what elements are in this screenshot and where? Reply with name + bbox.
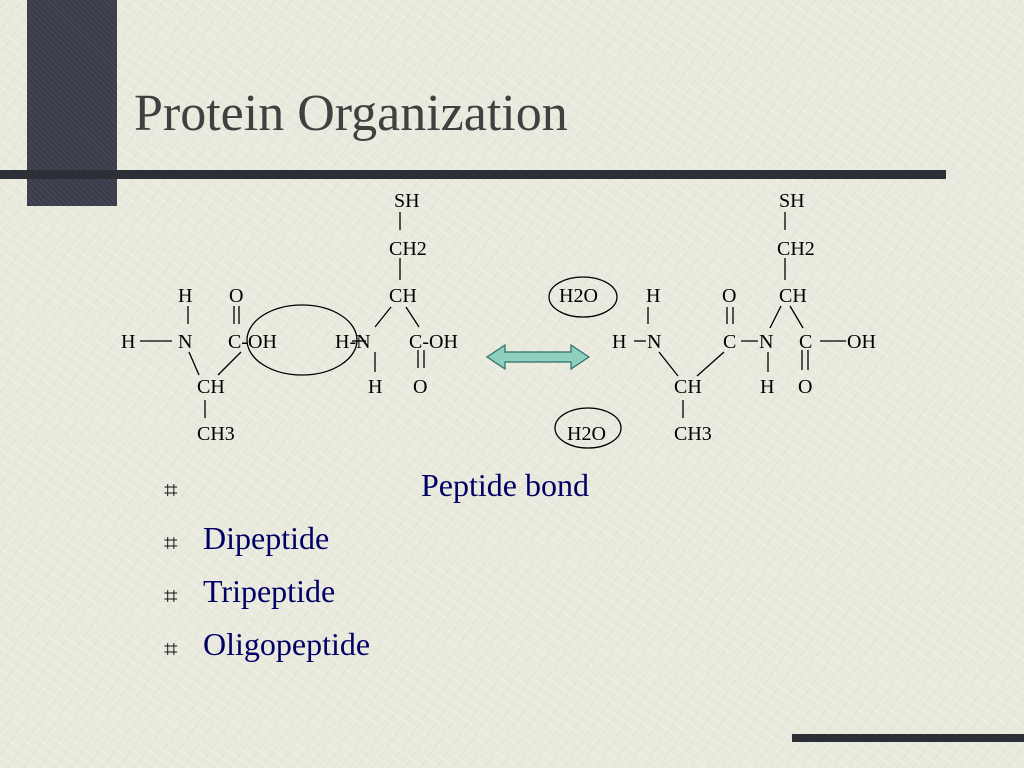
atom-label: O [798,376,812,398]
atom-label: H-N [335,331,371,353]
atom-label: O [722,285,736,307]
water-label: H2O [559,285,598,307]
atom-label: C-OH [409,331,458,353]
atom-label: H [178,285,192,307]
atom-label: H [646,285,660,307]
atom-label: CH3 [197,423,235,445]
atom-label: C-OH [228,331,277,353]
slide-title: Protein Organization [134,85,568,142]
atom-label: O [413,376,427,398]
atom-label: OH [847,331,876,353]
bullet-text: Dipeptide [203,520,330,556]
hash-bullet-icon: ⌗ [164,529,178,557]
atom-label: C [723,331,736,353]
hash-bullet-icon: ⌗ [164,582,178,610]
atom-label: H [368,376,382,398]
water-label: H2O [567,423,606,445]
atom-label: CH [779,285,807,307]
atom-label: SH [779,190,805,212]
atom-label: N [178,331,192,353]
atom-label: CH [674,376,702,398]
atom-label: CH2 [389,238,427,260]
hash-bullet-icon: ⌗ [164,635,178,663]
atom-label: O [229,285,243,307]
bullet-text: Peptide bond [421,467,589,503]
atom-label: CH [197,376,225,398]
atom-label: CH3 [674,423,712,445]
title-underline-bar [0,170,946,179]
atom-label: H [121,331,135,353]
atom-label: H [612,331,626,353]
atom-label: N [647,331,661,353]
bullet-text: Oligopeptide [203,626,371,662]
atom-label: N [759,331,773,353]
hash-bullet-icon: ⌗ [164,476,178,504]
atom-label: C [799,331,812,353]
atom-label: SH [394,190,420,212]
atom-label: CH2 [777,238,815,260]
atom-label: H [760,376,774,398]
reaction-arrow-icon [485,343,591,371]
bullet-text: Tripeptide [203,573,336,609]
atom-label: CH [389,285,417,307]
footer-bar [792,734,1024,742]
